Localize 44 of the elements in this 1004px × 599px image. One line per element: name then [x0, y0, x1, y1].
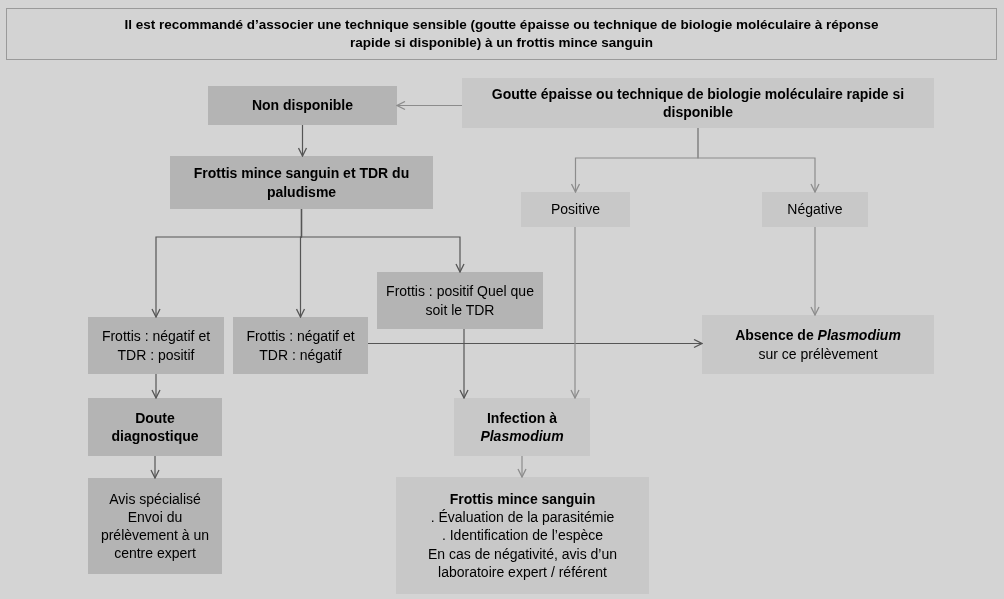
box-text: . Identification de l’espèce [440, 526, 605, 545]
box-text: Positive [550, 200, 601, 219]
result-box [521, 192, 630, 227]
box-text: Doute diagnostique [110, 408, 200, 446]
box-text: Avis spécialisé [108, 489, 202, 508]
box-text: Envoi du prélèvement à un centre expert [99, 507, 211, 563]
box-text: Frottis mince sanguin et TDR du paludisme [192, 164, 411, 201]
arrow [570, 226, 580, 399]
box-text: Goutte épaisse ou technique de biologie moléculaire rapide si disponible [490, 84, 906, 122]
arrow [150, 455, 160, 479]
arrow [396, 100, 463, 111]
process-box [170, 156, 433, 209]
box-heading: Frottis mince sanguin [448, 490, 597, 509]
result-box [88, 317, 224, 374]
process-box [462, 78, 934, 128]
arrow [300, 208, 465, 273]
arrow [151, 373, 161, 399]
box-text: En cas de négativité, avis d’un laboratoire expert / référent [426, 544, 619, 581]
box-text: . Évaluation de la parasitémie [429, 508, 616, 527]
action-box [88, 478, 222, 574]
box-text: Non disponible [250, 96, 355, 115]
result-box [762, 192, 868, 227]
box-text: Frottis : négatif et TDR : négatif [245, 327, 356, 364]
box-text: Il est recommandé d’associer une technique sensible (goutte épaisse ou technique de biologie moléculaire à réponse rapide si disponible) à un frottis mince sanguin [123, 16, 880, 52]
result-box [377, 272, 543, 329]
conclusion-box [702, 315, 934, 374]
arrow [810, 226, 820, 316]
process-box [208, 86, 397, 125]
arrow [697, 127, 820, 193]
note-box [6, 8, 997, 60]
arrow [459, 328, 469, 399]
conclusion-box [454, 398, 590, 456]
box-text: sur ce prélèvement [757, 344, 879, 363]
arrow [367, 338, 703, 349]
box-heading: Absence de Plasmodium [734, 326, 902, 345]
arrow [297, 124, 308, 157]
box-text: Négative [786, 200, 844, 219]
box-text: Frottis : négatif et TDR : positif [100, 327, 212, 364]
result-box [233, 317, 368, 374]
arrow [517, 455, 527, 478]
box-text: Infection à Plasmodium [479, 408, 565, 446]
conclusion-box [88, 398, 222, 456]
action-box [396, 477, 649, 594]
box-text: Frottis : positif Quel que soit le TDR [385, 282, 535, 319]
